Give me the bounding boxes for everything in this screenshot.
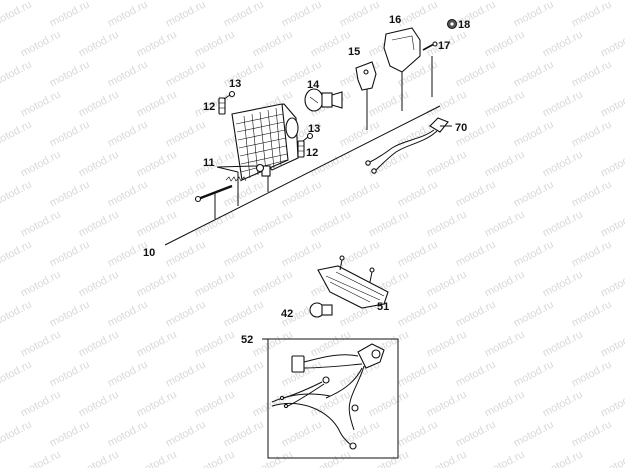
callout-15: 15 xyxy=(348,46,360,58)
callout-14: 14 xyxy=(307,79,320,91)
clip-icon xyxy=(218,97,305,158)
callout-52: 52 xyxy=(241,334,253,346)
callout-17: 17 xyxy=(438,40,450,52)
tail-harness-icon xyxy=(271,343,385,450)
callout-42: 42 xyxy=(281,308,293,320)
halogen-bulb-icon xyxy=(304,88,343,112)
tail-light-icon xyxy=(317,265,389,309)
callout-70: 70 xyxy=(455,122,467,134)
callout-labels: 10 11 12 12 13 13 14 15 16 17 18 42 51 5… xyxy=(143,14,470,346)
callout-12b: 12 xyxy=(306,147,318,159)
spring-icon xyxy=(225,176,247,182)
nut-18-icon xyxy=(447,19,457,29)
wiring-harness-icon xyxy=(365,117,452,174)
headlight-assembly-icon xyxy=(231,103,299,181)
dust-cover-icon xyxy=(383,27,421,73)
callout-18: 18 xyxy=(458,19,470,31)
nut-icon xyxy=(255,163,265,173)
callout-13a: 13 xyxy=(229,78,241,90)
bracket-icon xyxy=(355,61,377,91)
tail-screw-icon xyxy=(339,255,375,283)
callout-16: 16 xyxy=(389,14,401,26)
tail-harness-box xyxy=(262,338,399,459)
callout-10: 10 xyxy=(143,247,155,259)
adjuster-screw-icon xyxy=(194,184,233,203)
callout-13b: 13 xyxy=(308,123,320,135)
screw-icon xyxy=(223,90,314,142)
assembly-leader-lines xyxy=(164,56,441,246)
callout-51: 51 xyxy=(377,301,389,313)
callout-11: 11 xyxy=(203,157,215,169)
callout-12a: 12 xyxy=(203,101,215,113)
screw-17-icon xyxy=(422,41,438,51)
tail-bulb-icon xyxy=(309,302,333,318)
